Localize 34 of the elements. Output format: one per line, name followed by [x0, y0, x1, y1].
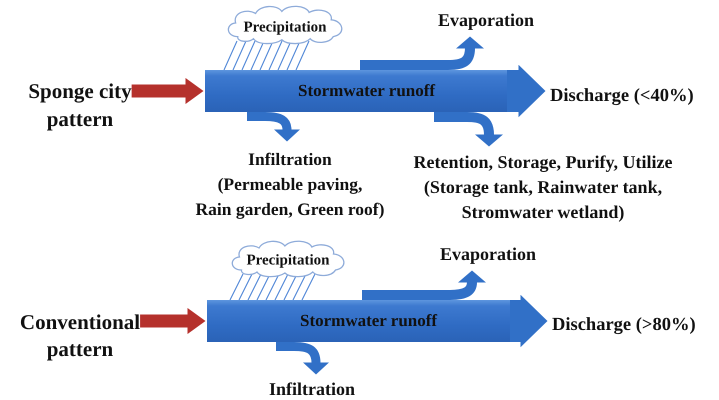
flow-band [207, 300, 510, 342]
rain-line [224, 40, 238, 70]
outcome-label: Retention, Storage, Purify, Utilize [414, 151, 672, 174]
rain-line [238, 274, 252, 300]
outcome-label: Infiltration [269, 380, 355, 399]
rain-line [242, 40, 256, 70]
cloud-label: Precipitation [246, 252, 330, 270]
branch-arrow [360, 36, 484, 70]
input-arrow [140, 308, 206, 334]
branch-arrow [362, 270, 486, 300]
cloud-label: Precipitation [243, 20, 327, 37]
example-note: (Permeable paving, Rain garden, Green roof) [196, 173, 384, 221]
pattern-label: Sponge city pattern [28, 77, 132, 133]
rain-line [248, 274, 262, 300]
band-label: Stormwater runoff [300, 311, 438, 331]
arrow-head [507, 64, 546, 118]
outcome-label: Discharge (<40%) [550, 85, 694, 107]
rain-line [230, 274, 244, 300]
rain-line [268, 40, 282, 70]
outcome-label: Discharge (>80%) [552, 314, 696, 336]
outcome-label: Infiltration [248, 148, 332, 171]
rain-line [302, 274, 316, 300]
branch-arrow [434, 112, 503, 146]
flow-band [205, 70, 507, 112]
rain-line [232, 40, 246, 70]
outcome-label: Evaporation [440, 243, 536, 265]
rain-line [274, 274, 288, 300]
input-arrow [132, 78, 204, 104]
rain-line [296, 40, 310, 70]
example-note: (Storage tank, Rainwater tank, Stromwater wetland) [424, 176, 662, 224]
band-label: Stormwater runoff [298, 81, 436, 101]
arrow-head [510, 294, 548, 348]
pattern-label: Conventional pattern [20, 309, 140, 363]
outcome-label: Evaporation [438, 9, 534, 31]
